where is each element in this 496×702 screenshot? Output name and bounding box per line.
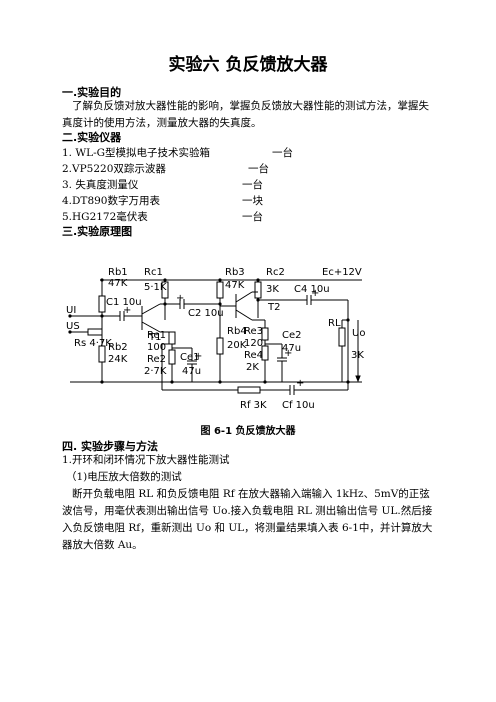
instruments-heading: 二.实验仪器 <box>62 131 122 144</box>
label-rb4: Rb4 <box>227 326 247 337</box>
label-rb3: Rb3 <box>225 267 245 278</box>
label-plus-c1: + <box>123 305 131 316</box>
label-rc2: Rc2 <box>266 267 285 278</box>
steps-heading: 四. 实验步骤与方法 <box>62 440 159 453</box>
instrument-name: 1. WL-G型模拟电子技术实验箱 <box>62 147 211 159</box>
instrument-qty: 一块 <box>242 195 263 207</box>
instrument-qty: 一台 <box>272 147 293 159</box>
figure-caption: 图 6-1 负反馈放大器 <box>200 426 296 437</box>
instrument-name: 4.DT890数字万用表 <box>62 195 160 207</box>
instrument-name: 2.VP5220双踪示波器 <box>62 163 166 175</box>
label-rb4-val: 20K <box>227 340 247 351</box>
label-plus-ce2: + <box>284 348 292 359</box>
label-t1: T1 <box>148 332 161 343</box>
purpose-text: 了解负反馈对放大器性能的影响，掌握负反馈放大器性能的测试方法，掌握失真度计的使用… <box>62 100 429 129</box>
instrument-item: 2.VP5220双踪示波器 一台 <box>62 161 362 176</box>
label-re3: Re3 <box>244 326 263 337</box>
label-t2: T2 <box>267 302 280 313</box>
label-ui: UI <box>66 305 76 316</box>
label-re2: Re2 <box>147 354 166 365</box>
instrument-qty: 一台 <box>242 211 263 223</box>
label-rs: Rs 4·7K <box>74 338 112 349</box>
instrument-item: 3. 失真度测量仪 一台 <box>62 177 362 192</box>
step1-title: 1.开环和闭环情况下放大器性能测试 <box>62 454 230 466</box>
label-ce1: Ce1 <box>180 352 200 363</box>
label-re1-val: 100 <box>147 342 166 353</box>
page-title: 实验六 负反馈放大器 <box>168 55 328 75</box>
label-re4: Re4 <box>244 350 263 361</box>
label-ce2: Ce2 <box>282 330 302 341</box>
instrument-name: 5.HG2172毫伏表 <box>62 211 148 223</box>
label-rb1-val: 47K <box>108 278 128 289</box>
instrument-item: 5.HG2172毫伏表 一台 <box>62 209 362 224</box>
purpose-heading: 一.实验目的 <box>62 86 122 99</box>
label-ce2-val: 47u <box>282 343 301 354</box>
label-plus-c2: + <box>176 293 184 304</box>
label-c1: C1 10u <box>106 297 142 308</box>
label-rb2: Rb2 <box>108 342 128 353</box>
label-cf: Cf 10u <box>282 400 315 411</box>
label-rc1-val: 5·1K <box>144 282 167 293</box>
label-uo: Uo <box>352 328 365 339</box>
label-rf: Rf 3K <box>240 400 267 411</box>
label-rl: RL <box>328 318 341 329</box>
label-re2-val: 2·7K <box>144 366 167 377</box>
label-re4-val: 2K <box>246 362 259 373</box>
instrument-name: 3. 失真度测量仪 <box>62 179 139 191</box>
label-plus-cf: + <box>296 378 304 389</box>
label-c4: C4 10u <box>294 284 330 295</box>
label-rl-val: 3K <box>351 350 364 361</box>
instrument-qty: 一台 <box>242 179 263 191</box>
label-us: US <box>66 321 80 332</box>
label-rb1: Rb1 <box>108 267 128 278</box>
label-ec: Ec+12V <box>322 267 362 278</box>
label-rc2-val: 3K <box>266 284 279 295</box>
label-re1: Re1 <box>147 330 166 341</box>
circuit-diagram: Rb1 47K Rc1 5·1K Rb3 47K Rc2 3K C4 10u E… <box>66 267 365 411</box>
label-re3-val: 120 <box>244 338 263 349</box>
label-rc1: Rc1 <box>144 267 163 278</box>
label-ce1-val: 47u <box>182 366 201 377</box>
principle-heading: 三.实验原理图 <box>62 225 133 238</box>
instrument-item: 1. WL-G型模拟电子技术实验箱 一台 <box>62 145 362 160</box>
label-rb3-val: 47K <box>225 280 245 291</box>
label-plus-c4: + <box>311 288 319 299</box>
step1-body: 断开负载电阻 RL 和负反馈电阻 Rf 在放大器输入端输入 1kHz、5mV的正… <box>62 488 433 551</box>
instrument-qty: 一台 <box>248 163 269 175</box>
label-c2: C2 10u <box>188 308 224 319</box>
label-plus-ce1: + <box>194 351 202 362</box>
label-rb2-val: 24K <box>108 354 128 365</box>
instrument-item: 4.DT890数字万用表 一块 <box>62 193 362 208</box>
step1-subtitle: （1)电压放大倍数的测试 <box>66 471 182 483</box>
